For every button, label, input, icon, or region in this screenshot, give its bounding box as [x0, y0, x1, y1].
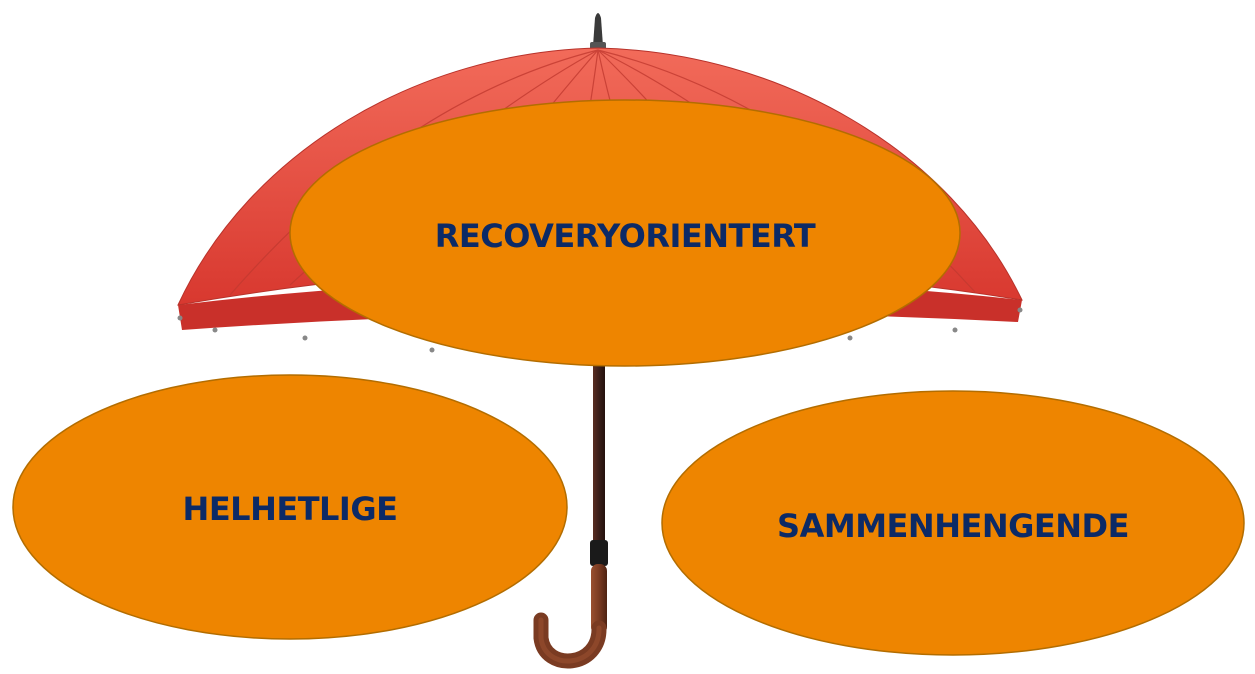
- node-label: RECOVERYORIENTERT: [435, 217, 816, 255]
- umbrella-rib-tips: [177, 307, 1023, 353]
- node-label: HELHETLIGE: [183, 490, 398, 528]
- node-helhetlige: HELHETLIGE: [12, 374, 568, 640]
- node-sammenhengende: SAMMENHENGENDE: [661, 390, 1245, 656]
- node-ellipse: [661, 390, 1245, 656]
- node-recoveryorientert: RECOVERYORIENTERT: [289, 99, 961, 367]
- umbrella-tip: [590, 13, 606, 50]
- umbrella-collar: [590, 540, 608, 566]
- node-ellipse: [289, 99, 961, 367]
- umbrella-shaft: [593, 330, 605, 545]
- node-ellipse: [12, 374, 568, 640]
- umbrella-handle: [533, 564, 607, 669]
- node-label: SAMMENHENGENDE: [777, 507, 1129, 545]
